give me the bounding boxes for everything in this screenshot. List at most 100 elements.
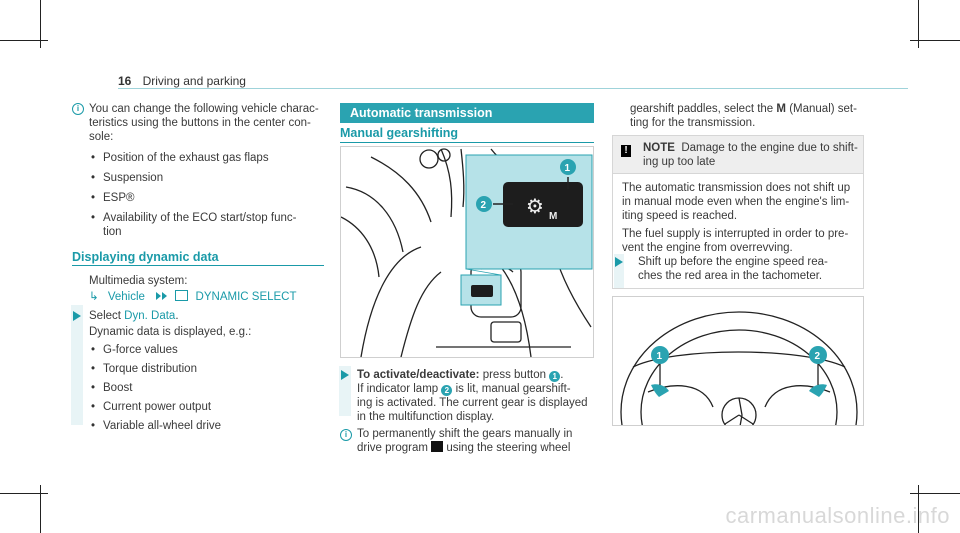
callout-2: 2 [815, 351, 821, 362]
action-arrow-icon [341, 370, 349, 383]
section-rule [340, 142, 594, 143]
text-line: Shift up before the engine speed rea- [638, 256, 828, 268]
paddle-left [651, 384, 669, 397]
list-item: Variable all-wheel drive [89, 419, 319, 433]
paddle-right [809, 384, 827, 397]
dynamic-data-list: G-force values Torque distribution Boost… [89, 343, 319, 433]
crop-mark [918, 0, 919, 48]
nav-dynamic-select-link[interactable]: DYNAMIC SELECT [195, 291, 297, 303]
list-item: Position of the exhaust gas flaps [89, 151, 329, 165]
list-item: ESP® [89, 191, 329, 205]
intro-text: You can change the following vehicle cha… [89, 102, 329, 144]
nav-vehicle-link[interactable]: Vehicle [107, 291, 145, 303]
callout-1: 1 [565, 163, 571, 174]
manual-program-icon [431, 441, 444, 452]
activate-label: To activate/deactivate: [357, 369, 480, 381]
display-text: Dynamic data is displayed, e.g.: [89, 326, 252, 338]
text-line: You can change the following vehicle cha… [89, 103, 319, 115]
arrow-return-icon: ↳ [89, 291, 99, 303]
text-span: (Manual) set- [789, 103, 857, 115]
text-line: ting for the transmission. [630, 117, 756, 129]
continuation-text: gearshift paddles, select the M (Manual)… [630, 102, 870, 130]
subsection-title-manual-gearshifting: Manual gearshifting [340, 126, 459, 140]
note-title: NOTE Damage to the engine due to shift- … [643, 141, 858, 169]
figure-steering-wheel: 1 2 [612, 296, 864, 426]
text-span: If indicator lamp [357, 383, 439, 395]
crop-mark [40, 0, 41, 48]
info-icon: i [340, 429, 352, 441]
highlight-small [460, 274, 502, 306]
header-rule [118, 88, 908, 89]
list-item: Torque distribution [89, 362, 319, 376]
select-suffix: . [175, 310, 179, 322]
callout-1: 1 [657, 351, 663, 362]
crop-mark [918, 485, 919, 533]
figure-center-console: ⚙ M 1 2 [340, 146, 594, 358]
text-line: vent the engine from overrevving. [622, 242, 793, 254]
steering-wheel-drawing: 1 2 [620, 311, 858, 425]
note-body: The automatic transmission does not shif… [622, 181, 860, 255]
section-bar-automatic-transmission: Automatic transmission [340, 103, 594, 123]
callout-2-icon: 2 [441, 385, 453, 396]
button-panel [503, 182, 583, 227]
list-item: Availability of the ECO start/stop func- [89, 211, 329, 225]
text-line: in manual mode even when the engine's li… [622, 196, 850, 208]
button-m-label: M [549, 211, 557, 222]
warning-icon: ! [621, 145, 631, 157]
text-line: iting speed is reached. [622, 210, 738, 222]
callout-2: 2 [481, 200, 487, 211]
page-header-title: Driving and parking [142, 74, 246, 88]
text-line: teristics using the buttons in the cente… [89, 117, 311, 129]
info-icon: i [72, 103, 84, 115]
crop-mark [0, 40, 48, 41]
text-line: To permanently shift the gears manually … [357, 428, 573, 440]
list-item-continuation: tion [103, 226, 122, 238]
callout-1-icon: 1 [549, 371, 561, 382]
nav-path: ↳ Vehicle DYNAMIC SELECT [89, 290, 297, 304]
section-title-dynamic-data: Displaying dynamic data [72, 250, 219, 264]
text-line: If indicator lamp 2 is lit, manual gears… [357, 382, 597, 396]
text-line: NOTE Damage to the engine due to shift- [643, 141, 858, 155]
text-span: using the steering wheel [446, 442, 571, 454]
text-line: ing is activated. The current gear is di… [357, 397, 588, 409]
crop-mark [910, 40, 960, 41]
car-icon [175, 290, 189, 301]
watermark: carmanualsonline.info [725, 503, 950, 528]
text-line: ches the red area in the tachometer. [638, 270, 823, 282]
text-line: ing up too late [643, 156, 716, 168]
activate-step: To activate/deactivate: press button 1. … [357, 368, 597, 424]
section-rule [72, 265, 324, 266]
text-line: gearshift paddles, select the M (Manual)… [630, 102, 870, 116]
center-console-drawing: ⚙ M 1 2 [341, 148, 593, 357]
select-prefix: Select [89, 310, 121, 322]
crop-mark [0, 493, 48, 494]
page-number: 16 [118, 74, 132, 88]
list-item: Boost [89, 381, 319, 395]
action-arrow-icon [73, 311, 81, 324]
list-item: Current power output [89, 400, 319, 414]
crop-mark [40, 485, 41, 533]
text-line: drive program using the steering wheel [357, 441, 597, 455]
list-item: G-force values [89, 343, 319, 357]
instruction-bar [614, 254, 624, 288]
text-span: gearshift paddles, select the [630, 103, 774, 115]
text-line: in the multifunction display. [357, 411, 495, 423]
manual-m-label: M [776, 103, 786, 115]
note-box: ! NOTE Damage to the engine due to shift… [612, 135, 864, 289]
text-span: is lit, manual gearshift- [455, 383, 571, 395]
multimedia-label: Multimedia system: [89, 275, 188, 287]
instruction-bar [71, 305, 83, 425]
dyn-data-link[interactable]: Dyn. Data [124, 310, 176, 322]
note-header: ! NOTE Damage to the engine due to shift… [613, 136, 863, 174]
select-step: Select Dyn. Data. [89, 309, 179, 323]
page-header: 16 Driving and parking [118, 74, 246, 88]
note-action: Shift up before the engine speed rea- ch… [638, 255, 860, 283]
action-arrow-icon [615, 257, 623, 270]
double-arrow-icon [156, 291, 168, 303]
text-span: drive program [357, 442, 428, 454]
text-span: Damage to the engine due to shift- [681, 142, 858, 154]
list-item: Suspension [89, 171, 329, 185]
note-label: NOTE [643, 142, 675, 154]
characteristics-list: Position of the exhaust gas flaps Suspen… [89, 151, 329, 239]
tip-text: To permanently shift the gears manually … [357, 427, 597, 455]
